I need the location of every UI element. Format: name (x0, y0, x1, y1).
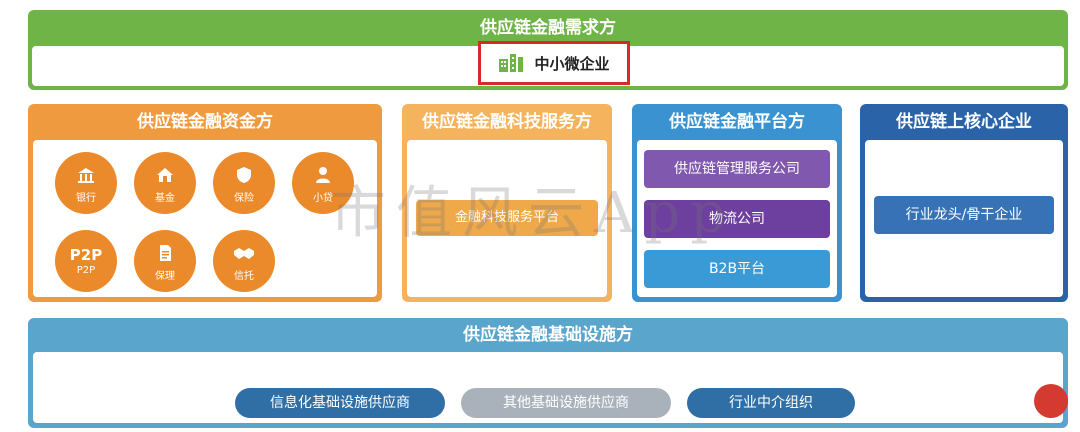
bank-icon (74, 163, 98, 187)
tech-title: 供应链金融科技服务方 (422, 112, 592, 132)
handshake-icon (232, 241, 256, 265)
infra-intermediary-pill: 行业中介组织 (687, 388, 855, 418)
building-icon (499, 54, 524, 72)
core-enterprise-panel: 供应链上核心企业 行业龙头/骨干企业 (860, 104, 1068, 302)
fund-item-trust: 信托 (213, 230, 275, 292)
fund-item-label: 基金 (155, 192, 175, 204)
fund-item-factoring: 保理 (134, 230, 196, 292)
infrastructure-panel: 供应链金融基础设施方 信息化基础设施供应商 其他基础设施供应商 行业中介组织 (28, 318, 1068, 428)
fund-item-label: 银行 (76, 192, 96, 204)
seal-logo (1034, 384, 1068, 418)
shield-icon (232, 163, 256, 187)
platform-scm-box: 供应链管理服务公司 (644, 150, 830, 188)
sme-highlight-box: 中小微企业 (478, 41, 630, 85)
platform-logistics-box: 物流公司 (644, 200, 830, 238)
document-icon (153, 241, 177, 265)
fund-item-p2p: P2P P2P (55, 230, 117, 292)
fund-inner: 银行 基金 保险 小贷 P2P P2P 保理 (33, 140, 377, 297)
platform-panel: 供应链金融平台方 供应链管理服务公司 物流公司 B2B平台 (632, 104, 842, 302)
fund-item-label: 小贷 (313, 192, 333, 204)
demand-title: 供应链金融需求方 (480, 18, 616, 38)
fintech-platform-box: 金融科技服务平台 (416, 200, 598, 236)
infra-it-pill: 信息化基础设施供应商 (235, 388, 445, 418)
platform-b2b-box: B2B平台 (644, 250, 830, 288)
sme-label: 中小微企业 (534, 54, 610, 73)
fund-item-fund: 基金 (134, 152, 196, 214)
infra-other-pill: 其他基础设施供应商 (461, 388, 671, 418)
fund-title: 供应链金融资金方 (137, 112, 273, 132)
core-title: 供应链上核心企业 (896, 112, 1032, 132)
p2p-big-text: P2P (69, 245, 103, 264)
fund-item-label: 保险 (234, 192, 254, 204)
industry-leader-box: 行业龙头/骨干企业 (874, 196, 1054, 234)
fund-item-insurance: 保险 (213, 152, 275, 214)
infra-title: 供应链金融基础设施方 (463, 325, 633, 345)
house-icon (153, 163, 177, 187)
fund-item-microloan: 小贷 (292, 152, 354, 214)
fund-item-label: 保理 (155, 270, 175, 282)
watermark-text: 市值风云App (330, 181, 737, 246)
fund-item-bank: 银行 (55, 152, 117, 214)
fund-panel: 供应链金融资金方 银行 基金 保险 小贷 P2P (28, 104, 382, 302)
fund-item-label: P2P (76, 264, 96, 276)
fund-item-label: 信托 (234, 270, 254, 282)
person-icon (311, 163, 335, 187)
infra-inner: 信息化基础设施供应商 其他基础设施供应商 行业中介组织 (33, 352, 1063, 423)
tech-panel: 供应链金融科技服务方 金融科技服务平台 (402, 104, 612, 302)
platform-title: 供应链金融平台方 (669, 112, 805, 132)
